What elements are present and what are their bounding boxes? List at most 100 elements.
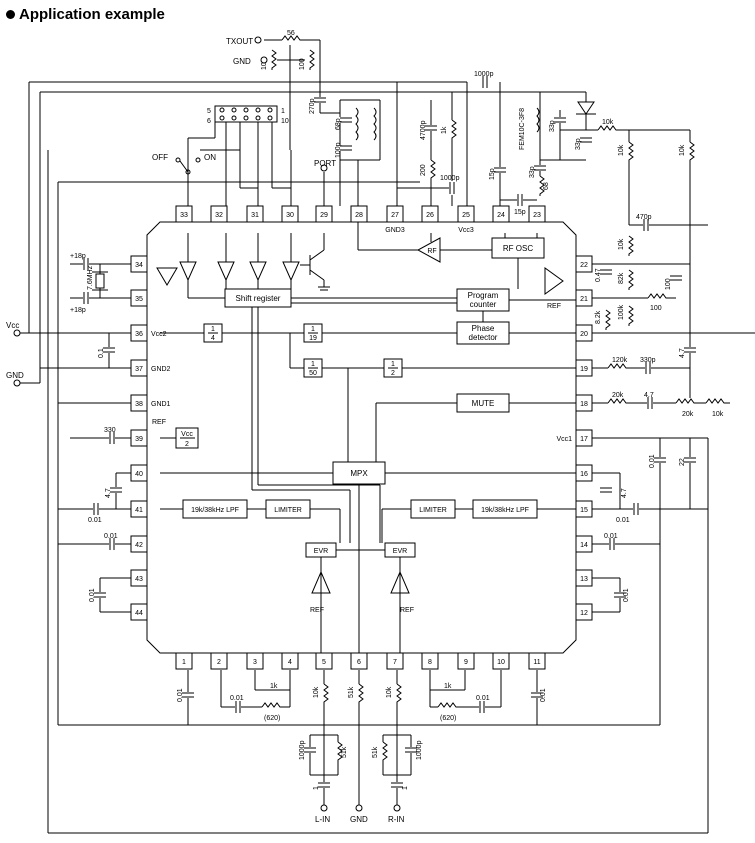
external-wiring bbox=[20, 39, 755, 834]
page-title: Application example bbox=[6, 6, 165, 23]
gnd-left-label: GND bbox=[6, 371, 24, 380]
pin-number-34: 34 bbox=[135, 262, 143, 269]
svg-text:330: 330 bbox=[104, 427, 116, 434]
r51k-rin-resistor: 51k bbox=[372, 741, 388, 762]
svg-text:120k: 120k bbox=[612, 357, 628, 364]
pin-15: 15 bbox=[575, 500, 593, 518]
r1k-top-resistor: 1k bbox=[441, 119, 457, 140]
c0-01-1-capacitor: 0.01 bbox=[177, 688, 195, 702]
r20k-a-resistor: 20k bbox=[607, 392, 628, 408]
svg-text:470p: 470p bbox=[636, 214, 652, 221]
svg-text:330p: 330p bbox=[640, 357, 656, 364]
svg-text:0.01: 0.01 bbox=[623, 588, 630, 602]
c18p-a-capacitor: +18p bbox=[70, 253, 89, 271]
svg-text:(620): (620) bbox=[264, 715, 280, 722]
svg-text:0.47: 0.47 bbox=[595, 268, 602, 282]
svg-text:20k: 20k bbox=[612, 392, 624, 399]
pin-number-19: 19 bbox=[580, 366, 588, 373]
pin-21: 21 bbox=[575, 289, 593, 307]
ref-label-39: REF bbox=[152, 419, 166, 426]
rf-osc-block: RF OSC bbox=[491, 237, 545, 259]
pin-number-8: 8 bbox=[428, 659, 432, 666]
txout-label: TXOUT bbox=[226, 37, 253, 46]
pin-label-27: GND3 bbox=[385, 227, 405, 234]
svg-text:0.01: 0.01 bbox=[89, 588, 96, 602]
svg-text:4.7: 4.7 bbox=[644, 392, 654, 399]
svg-text:100: 100 bbox=[299, 58, 306, 70]
svg-text:15p: 15p bbox=[514, 209, 526, 216]
c0-01-43-capacitor: 0.01 bbox=[89, 588, 107, 602]
pin-number-29: 29 bbox=[320, 212, 328, 219]
c1-rin-capacitor: 1 bbox=[390, 782, 409, 790]
svg-text:33p: 33p bbox=[575, 138, 582, 150]
svg-text:4: 4 bbox=[211, 335, 215, 342]
svg-text:82k: 82k bbox=[618, 272, 625, 284]
svg-text:20k: 20k bbox=[682, 411, 694, 418]
c1-lin-capacitor: 1 bbox=[313, 782, 331, 790]
limiter-right-block: LIMITER bbox=[410, 499, 456, 519]
l-in-label: L-IN bbox=[315, 815, 330, 824]
c22-capacitor: 22 bbox=[679, 457, 697, 466]
connector-pin-6-label: 6 bbox=[207, 118, 211, 125]
svg-text:0.01: 0.01 bbox=[476, 695, 490, 702]
c0-01-42-capacitor: 0.01 bbox=[104, 533, 118, 551]
svg-text:RF: RF bbox=[427, 248, 436, 255]
pin-number-43: 43 bbox=[135, 576, 143, 583]
svg-text:0.01: 0.01 bbox=[88, 517, 102, 524]
pin-label-37: GND2 bbox=[151, 366, 171, 373]
svg-text:51k: 51k bbox=[341, 746, 348, 758]
pin-33: 33 bbox=[175, 205, 193, 223]
svg-text:LIMITER: LIMITER bbox=[419, 507, 447, 514]
pin-number-12: 12 bbox=[580, 610, 588, 617]
pin-number-14: 14 bbox=[580, 542, 588, 549]
svg-text:10k: 10k bbox=[618, 238, 625, 250]
inductor-coils bbox=[355, 107, 540, 141]
r8-2k-resistor: 8.2k bbox=[595, 309, 611, 330]
r100b-resistor: 100 bbox=[299, 49, 315, 70]
svg-text:0.01: 0.01 bbox=[104, 533, 118, 540]
svg-text:1k: 1k bbox=[270, 683, 278, 690]
svg-text:0.01: 0.01 bbox=[177, 688, 184, 702]
pin-number-2: 2 bbox=[217, 659, 221, 666]
mpx-block: MPX bbox=[332, 461, 386, 485]
off-label: OFF bbox=[152, 153, 168, 162]
pin-35: 35 bbox=[130, 289, 148, 307]
pin-number-4: 4 bbox=[288, 659, 292, 666]
svg-text:+18p: +18p bbox=[70, 253, 86, 260]
pin-number-11: 11 bbox=[533, 659, 540, 666]
c33p-c-capacitor: 33p bbox=[529, 165, 547, 178]
svg-text:270p: 270p bbox=[309, 98, 316, 114]
c0-01-2-capacitor: 0.01 bbox=[230, 695, 244, 714]
c0-1-left-capacitor: 0.1 bbox=[98, 347, 116, 358]
svg-text:51k: 51k bbox=[372, 746, 379, 758]
pin-22: 22 bbox=[575, 255, 593, 273]
svg-text:33p: 33p bbox=[529, 166, 536, 178]
crystal-label: 7.6MHz bbox=[87, 265, 94, 290]
pin-13: 13 bbox=[575, 569, 593, 587]
bullet-icon bbox=[6, 10, 15, 19]
pin-2: 2 bbox=[210, 652, 228, 670]
svg-text:4700p: 4700p bbox=[420, 120, 427, 140]
pin-number-25: 25 bbox=[462, 212, 470, 219]
r10k-5-resistor: 10k bbox=[313, 683, 329, 704]
svg-text:4.7: 4.7 bbox=[621, 488, 628, 498]
c330-left-capacitor: 330 bbox=[104, 427, 116, 445]
c1000p-mid-capacitor: 1000p bbox=[440, 175, 460, 195]
pin-number-39: 39 bbox=[135, 436, 143, 443]
pin-41: 41 bbox=[130, 500, 148, 518]
pin-number-36: 36 bbox=[135, 331, 143, 338]
pin-40: 40 bbox=[130, 464, 148, 482]
vcc-half-block: Vcc 2 bbox=[175, 427, 199, 449]
c15p-a-capacitor: 15p bbox=[489, 167, 507, 180]
r68-resistor: 68 bbox=[535, 175, 550, 196]
pin-number-1: 1 bbox=[182, 659, 186, 666]
svg-text:51k: 51k bbox=[348, 686, 355, 698]
r10k-c-resistor: 10k bbox=[679, 141, 695, 162]
pin-31: 31 bbox=[246, 205, 264, 223]
c100-right-capacitor: 100 bbox=[665, 275, 683, 290]
evr-right-block: EVR bbox=[384, 542, 416, 558]
pin-20: 20 bbox=[575, 324, 593, 342]
